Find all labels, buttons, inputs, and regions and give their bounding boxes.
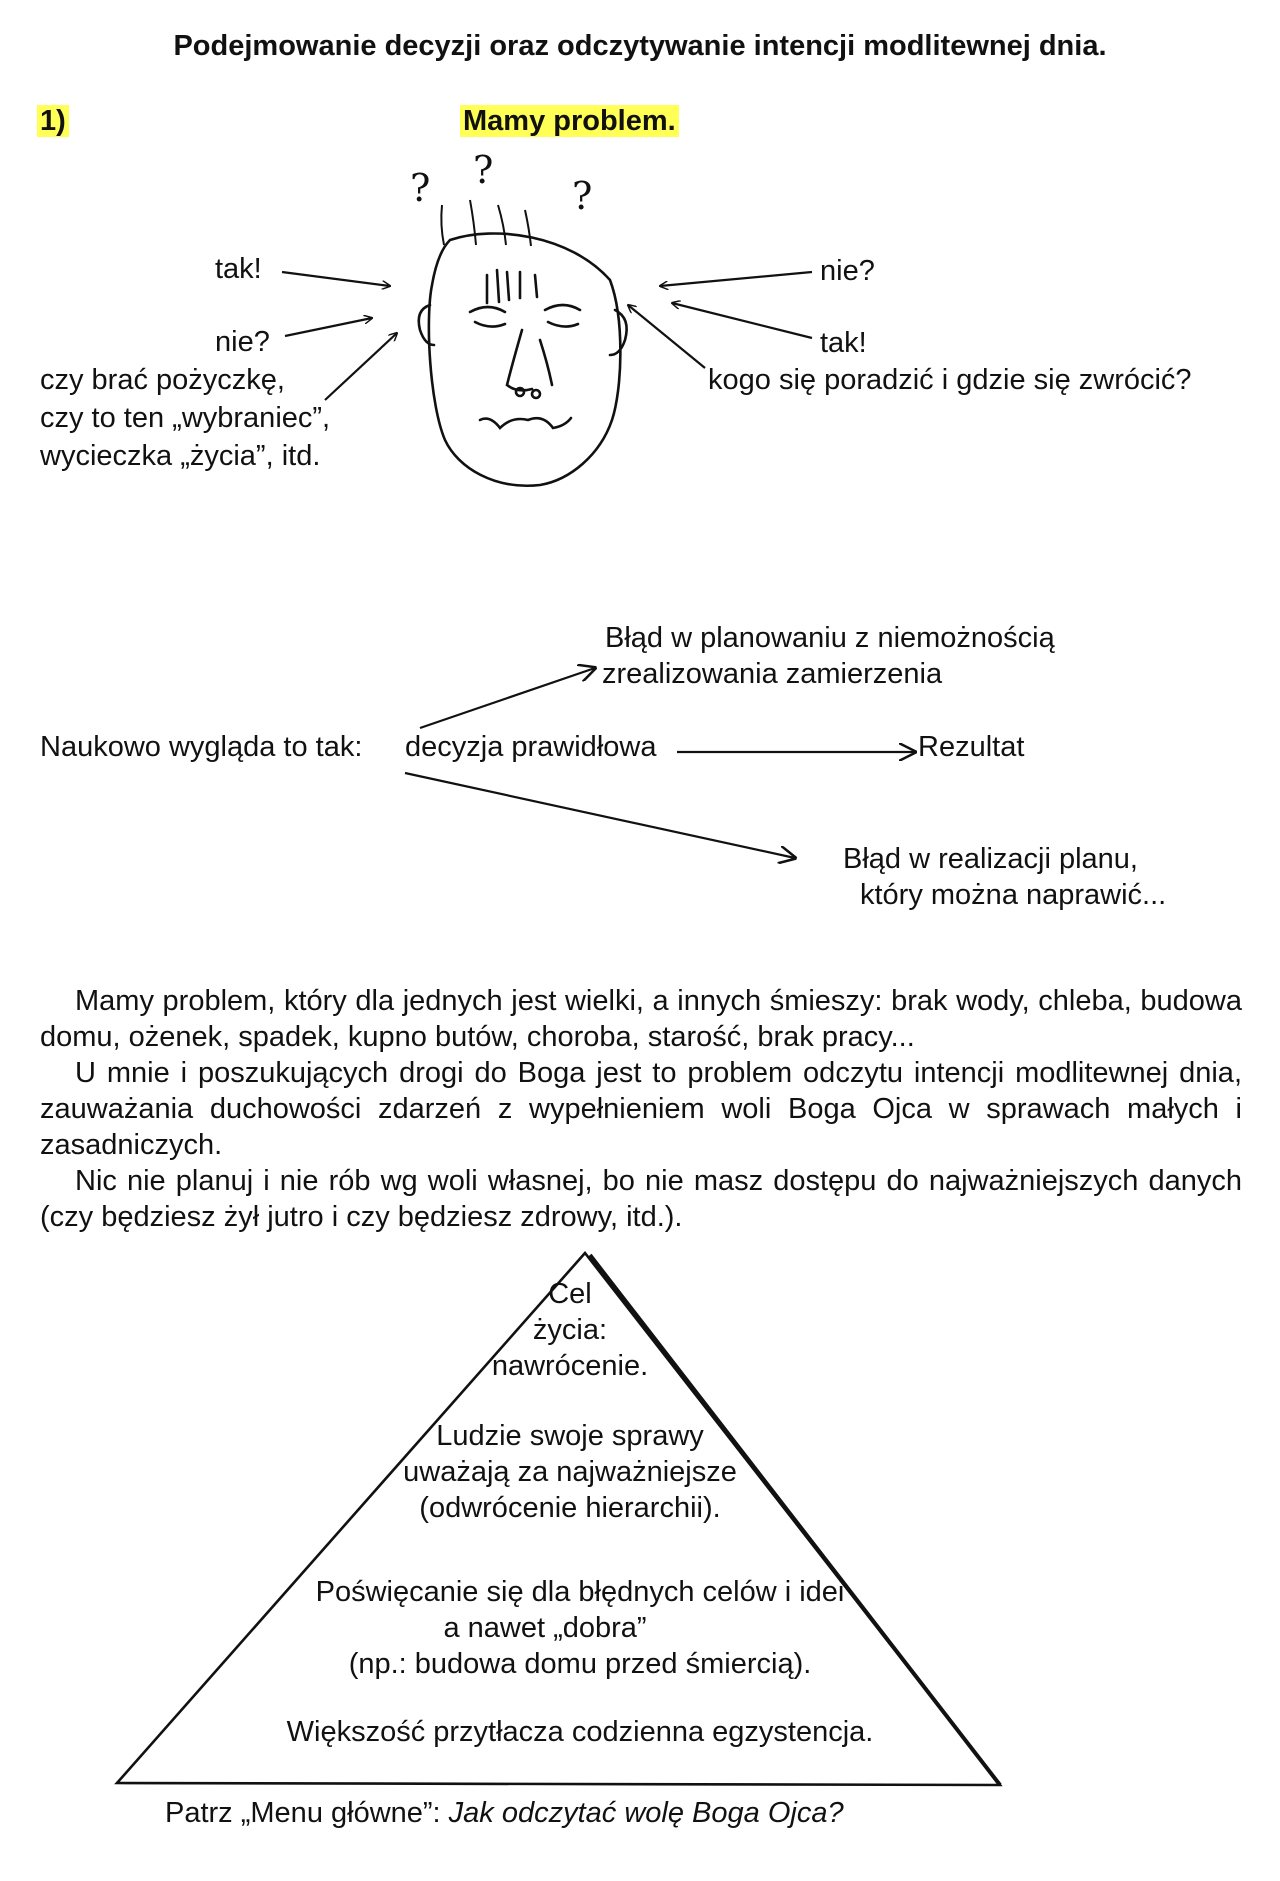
pyramid-level-1: Cel życia: nawrócenie.: [470, 1276, 670, 1384]
pyramid-level-2: Ludzie swoje sprawy uważają za najważnie…: [370, 1418, 770, 1526]
right-question: kogo się poradzić i gdzie się zwrócić?: [708, 364, 1192, 396]
left-nie-label: nie?: [215, 326, 270, 358]
question-mark-1: ?: [410, 166, 431, 210]
footer-link[interactable]: Jak odczytać wolę Boga Ojca?: [448, 1797, 844, 1829]
pyramid-level-2-line-3: (odwrócenie hierarchii).: [419, 1492, 721, 1524]
section-heading: Mamy problem.: [460, 105, 679, 137]
right-nie-label: nie?: [820, 255, 875, 287]
bottom-outcome-line-2: który można naprawić...: [860, 879, 1167, 911]
left-tak-label: tak!: [215, 253, 262, 285]
footer-prefix: Patrz „Menu główne”:: [165, 1797, 449, 1829]
section-number-label: 1): [37, 105, 69, 137]
body-text: Mamy problem, który dla jednych jest wie…: [40, 983, 1242, 1235]
hair-strokes: [440, 199, 532, 247]
pyramid-level-4: Większość przytłacza codzienna egzystenc…: [286, 1716, 874, 1748]
question-mark-3: ?: [572, 174, 593, 218]
question-mark-2: ?: [473, 148, 494, 192]
right-tak-label: tak!: [820, 327, 867, 359]
pyramid-level-2-line-1: Ludzie swoje sprawy: [436, 1420, 704, 1452]
left-question-3: wycieczka „życia”, itd.: [40, 440, 321, 472]
left-question-1: czy brać pożyczkę,: [40, 364, 285, 396]
decision-arrows: [404, 668, 915, 858]
section-heading-wrap: Mamy problem.: [460, 105, 679, 138]
top-outcome-line-2: zrealizowania zamierzenia: [602, 658, 943, 690]
pyramid-level-1-line-2: życia:: [532, 1314, 608, 1346]
pyramid-level-3: Poświęcanie się dla błędnych celów i ide…: [255, 1574, 905, 1682]
pyramid-level-1-line-3: nawrócenie.: [491, 1350, 649, 1382]
section-number: 1): [37, 105, 69, 138]
paragraph-2: U mnie i poszukujących drogi do Boga jes…: [40, 1057, 1242, 1161]
middle-outcome: Rezultat: [918, 731, 1025, 763]
top-outcome-line-1: Błąd w planowaniu z niemożnością: [605, 622, 1055, 654]
pyramid-level-2-line-2: uważają za najważniejsze: [403, 1456, 737, 1488]
decision-intro: Naukowo wygląda to tak:: [40, 731, 363, 763]
bottom-outcome-line-1: Błąd w realizacji planu,: [843, 843, 1138, 875]
left-question-2: czy to ten „wybraniec”,: [40, 402, 331, 434]
pyramid-level-3-line-2: a nawet „dobra”: [443, 1612, 647, 1644]
paragraph-3: Nic nie planuj i nie rób wg woli własnej…: [40, 1165, 1242, 1233]
pyramid-level-1-line-1: Cel: [548, 1278, 592, 1310]
pyramid-outline: [114, 1250, 1003, 1787]
footer-reference: Patrz „Menu główne”: Jak odczytać wolę B…: [165, 1797, 844, 1830]
page-title: Podejmowanie decyzji oraz odczytywanie i…: [173, 30, 1107, 62]
decision-center: decyzja prawidłowa: [405, 731, 657, 763]
pyramid-level-3-line-3: (np.: budowa domu przed śmiercią).: [348, 1648, 812, 1680]
paragraph-1: Mamy problem, który dla jednych jest wie…: [40, 985, 1242, 1053]
pyramid-level-3-line-1: Poświęcanie się dla błędnych celów i ide…: [315, 1576, 845, 1608]
right-arrows: [628, 270, 813, 369]
left-arrows: [281, 270, 397, 401]
face-drawing: [417, 232, 628, 488]
